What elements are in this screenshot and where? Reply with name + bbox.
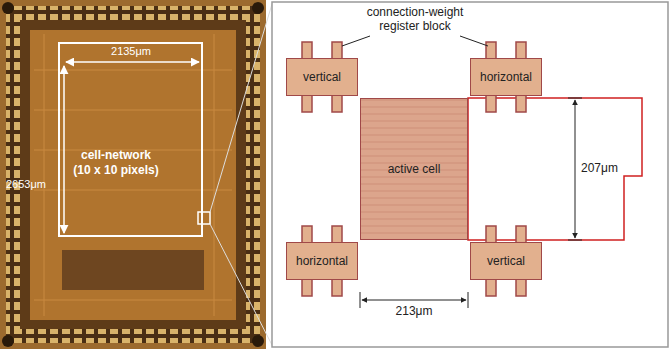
node-text: cell-network (10 x 10 pixels) (60, 148, 172, 177)
dimension-arrow (362, 300, 466, 301)
zoom-line (210, 224, 272, 345)
dimension-label: 2653μm (6, 178, 46, 191)
core-wiring (34, 34, 232, 316)
zoom-square (198, 212, 210, 224)
leader-line (342, 36, 370, 46)
chip-bottom-block (62, 250, 204, 290)
dimension-tick (468, 292, 469, 308)
zoom-line (210, 4, 272, 212)
dimension-label: 213μm (396, 304, 433, 318)
dimension-label: 207μm (581, 161, 618, 175)
corner-marks (2, 2, 264, 347)
register-block: horizontal (286, 242, 358, 280)
node-text: active cell (388, 162, 441, 176)
node-text: vertical (487, 254, 525, 268)
zoom-panel (272, 2, 668, 347)
active-cell: active cell (360, 98, 468, 240)
chip-die (0, 0, 266, 349)
dimension-tick (568, 240, 582, 241)
cell-network-region: cell-network (10 x 10 pixels) (58, 42, 203, 237)
node-text: vertical (303, 70, 341, 84)
node-text: horizontal (296, 254, 348, 268)
dimension-tick (360, 292, 361, 308)
dimension-tick (568, 98, 582, 99)
width-arrow (66, 61, 199, 63)
node-text: horizontal (480, 70, 532, 84)
cell-pitch-outline (468, 98, 642, 240)
callout-label: connection-weight register block (350, 5, 480, 34)
register-block: vertical (470, 242, 542, 280)
dimension-label: 2135μm (111, 45, 151, 58)
chip-core (30, 30, 236, 320)
pad-ring (6, 6, 260, 343)
height-arrow (63, 66, 65, 233)
leader-line (460, 36, 488, 46)
register-block: horizontal (470, 58, 542, 96)
register-block: vertical (286, 58, 358, 96)
dimension-arrow (575, 100, 576, 238)
pad-frame (20, 20, 246, 329)
